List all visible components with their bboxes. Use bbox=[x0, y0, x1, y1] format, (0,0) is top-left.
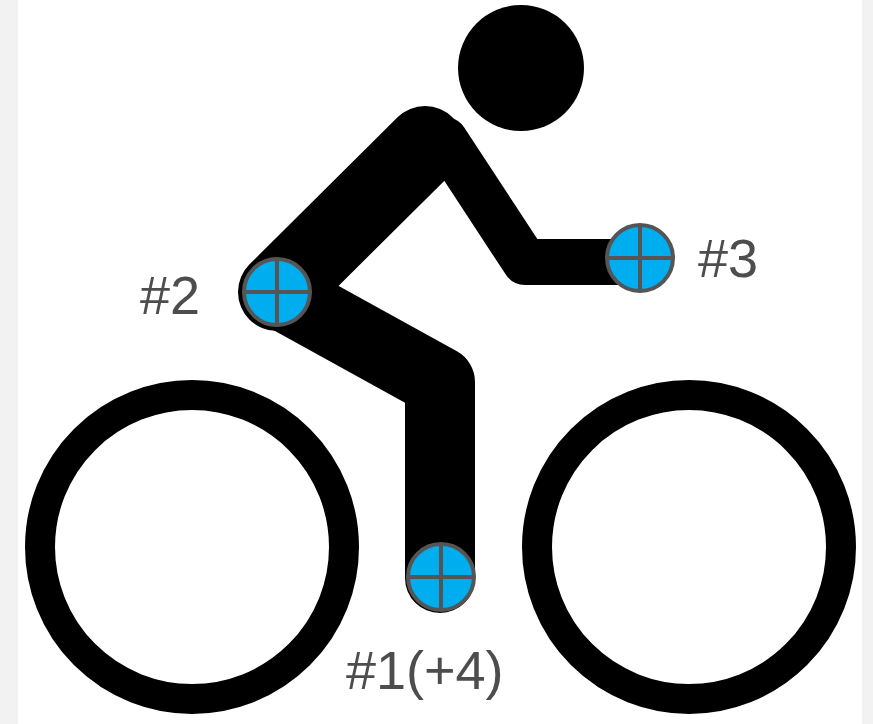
rear-wheel bbox=[40, 395, 344, 699]
callout-number: #3 bbox=[698, 231, 758, 285]
rider-head bbox=[458, 5, 584, 131]
front-wheel bbox=[537, 395, 841, 699]
callout-number: #2 bbox=[140, 268, 200, 322]
callout-number: #1(+4) bbox=[346, 643, 504, 697]
marker-hand bbox=[607, 225, 673, 291]
rider-leg bbox=[277, 292, 440, 578]
edge-shade bbox=[862, 0, 873, 724]
edge-shade bbox=[0, 0, 18, 724]
marker-hip bbox=[244, 259, 310, 325]
marker-foot bbox=[408, 544, 474, 610]
